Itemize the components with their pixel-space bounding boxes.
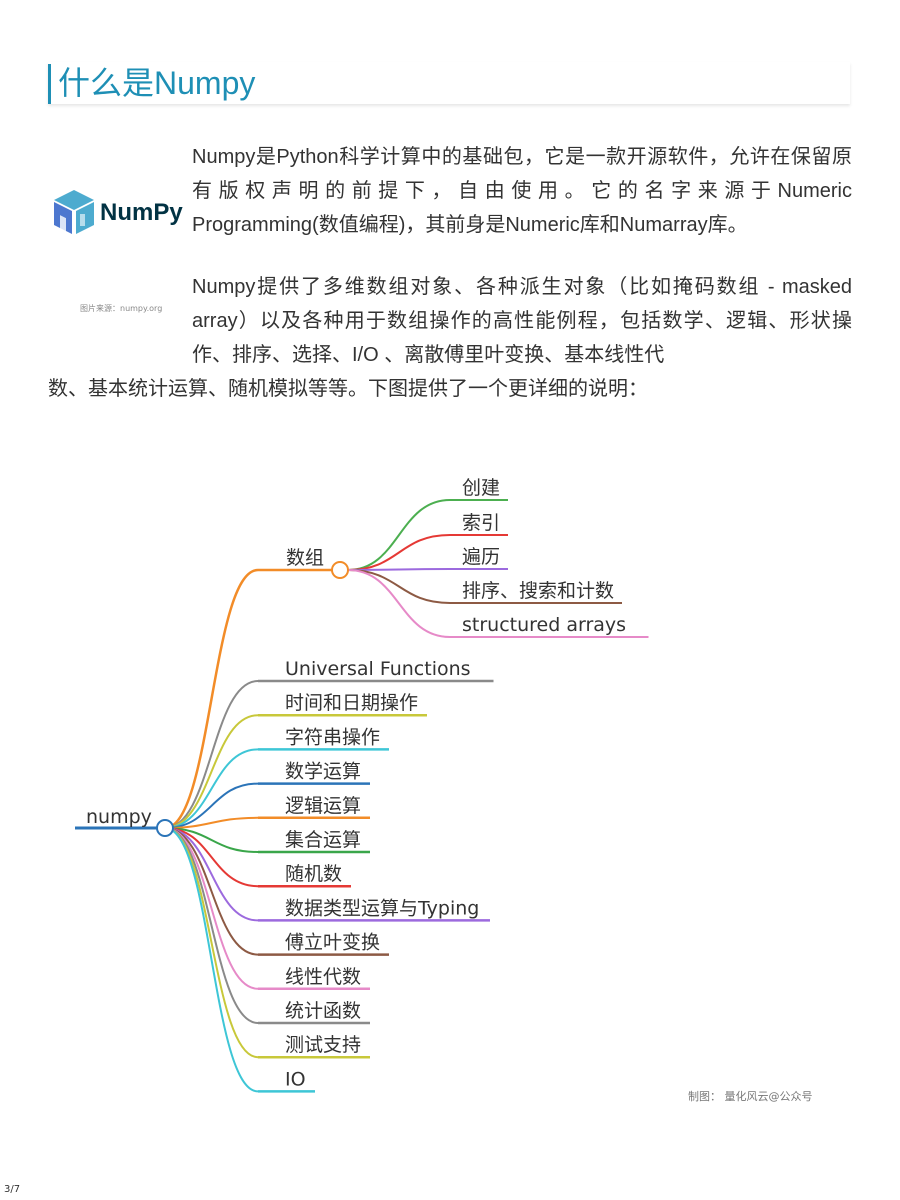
branch-label: 统计函数	[285, 1000, 361, 1022]
branch-curve	[164, 827, 259, 1093]
branch-curve	[164, 748, 259, 829]
array-child-curve	[347, 534, 451, 571]
section-title-bar: 什么是Numpy	[48, 62, 850, 104]
branch-label: 随机数	[285, 863, 342, 885]
array-child-curve	[347, 499, 451, 571]
branch-label: 字符串操作	[285, 726, 380, 748]
features-paragraph-continued: 数、基本统计运算、随机模拟等等。下图提供了一个更详细的说明：	[48, 378, 648, 400]
array-child-curve	[347, 569, 451, 604]
branch-label: 测试支持	[285, 1034, 361, 1056]
root-node-circle	[156, 819, 174, 837]
array-child-label: structured arrays	[462, 614, 626, 636]
numpy-logo: NumPy	[50, 188, 190, 238]
branch-curve	[164, 827, 259, 990]
intro-paragraph: Numpy是Python科学计算中的基础包，它是一款开源软件，允许在保留原有版权…	[192, 146, 852, 236]
array-branch-curve	[164, 568, 259, 830]
array-node-label: 数组	[286, 547, 324, 569]
array-child-label: 索引	[462, 512, 500, 534]
branch-label: 线性代数	[285, 966, 361, 988]
array-child-curve	[347, 569, 451, 638]
branch-label: 集合运算	[285, 829, 361, 851]
features-paragraph: Numpy提供了多维数组对象、各种派生对象（比如掩码数组 - masked ar…	[192, 276, 852, 366]
branch-label: 傅立叶变换	[285, 932, 380, 954]
branch-label: Universal Functions	[285, 658, 471, 680]
branch-curve	[164, 816, 259, 829]
title-accent-bar	[48, 64, 51, 104]
branch-curve	[164, 827, 259, 1059]
branch-curve	[164, 827, 259, 956]
branch-curve	[164, 782, 259, 829]
array-child-curve	[347, 568, 451, 571]
branch-label: 数据类型运算与Typing	[285, 897, 479, 919]
array-node-circle	[331, 561, 349, 579]
page-number: 3/7	[4, 1184, 21, 1195]
numpy-logo-word: NumPy	[100, 199, 183, 226]
root-node-label: numpy	[86, 806, 152, 828]
array-child-label: 遍历	[462, 546, 500, 568]
chart-credit: 制图： 量化风云@公众号	[688, 1090, 813, 1103]
branch-label: 逻辑运算	[285, 795, 361, 817]
branch-label: 数学运算	[285, 761, 361, 783]
branch-curve	[164, 680, 259, 829]
branch-label: 时间和日期操作	[285, 692, 418, 714]
array-child-label: 创建	[462, 477, 500, 499]
array-child-label: 排序、搜索和计数	[462, 580, 614, 602]
numpy-cube-icon	[54, 190, 94, 236]
branch-curve	[164, 714, 259, 829]
branch-label: IO	[285, 1068, 306, 1090]
logo-caption: 图片来源：numpy.org	[80, 304, 163, 313]
section-title: 什么是Numpy	[58, 65, 256, 101]
